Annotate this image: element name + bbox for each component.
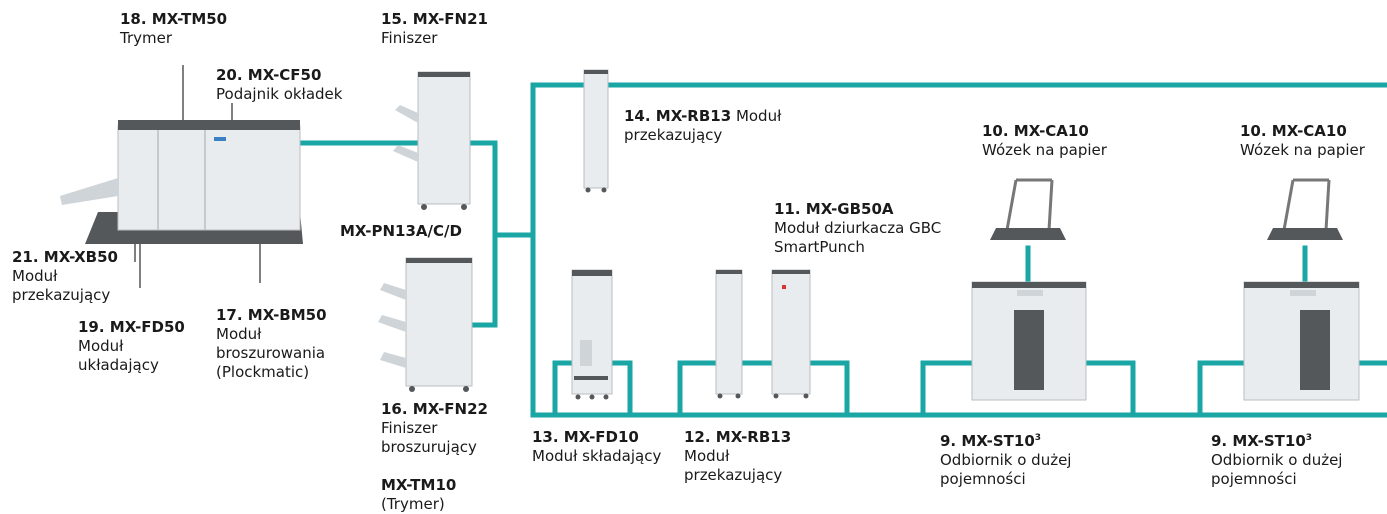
label-desc: Odbiornik o dużej: [940, 451, 1072, 469]
label-mx-rb13-bottom: 12. MX-RB13 Moduł przekazujący: [684, 428, 791, 485]
label-mx-st10-b: 9. MX-ST103 Odbiornik o dużej pojemności: [1211, 432, 1342, 489]
label-footnote: 3: [1034, 433, 1042, 443]
label-code: 16. MX-FN22: [381, 400, 488, 418]
label-mx-fd50: 19. MX-FD50 Moduł układający: [78, 318, 185, 375]
label-desc: Wózek na papier: [1240, 141, 1365, 159]
label-code: 17. MX-BM50: [216, 306, 327, 324]
label-code: 11. MX-GB50A: [774, 200, 894, 218]
label-code: 10. MX-CA10: [982, 122, 1089, 140]
label-code: 21. MX-XB50: [12, 248, 118, 266]
label-code: 20. MX-CF50: [216, 66, 322, 84]
label-code: 14. MX-RB13: [624, 107, 732, 125]
label-desc2: broszurowania: [216, 344, 326, 362]
main-top-panel: [118, 120, 300, 130]
rb13-top-illustration: [583, 69, 609, 193]
label-code: 15. MX-FN21: [381, 10, 488, 28]
label-desc2: pojemności: [940, 470, 1026, 488]
rb13-gb50a-illustration: [715, 269, 811, 399]
label-code: 9. MX-ST10: [940, 432, 1035, 450]
label-mx-gb50a: 11. MX-GB50A Moduł dziurkacza GBC SmartP…: [774, 200, 941, 257]
label-desc2: SmartPunch: [774, 238, 865, 256]
label-mx-fd10: 13. MX-FD10 Moduł składający: [532, 428, 661, 466]
label-desc: Odbiornik o dużej: [1211, 451, 1343, 469]
label-desc: Moduł: [216, 325, 262, 343]
label-desc: Finiszer: [381, 419, 438, 437]
label-desc: (Trymer): [381, 495, 445, 513]
label-desc: Moduł: [735, 107, 782, 125]
label-desc: Moduł składający: [532, 447, 662, 465]
main-body: [117, 125, 301, 231]
label-code: MX-TM10: [381, 476, 457, 494]
connector-rb13-loop: [677, 360, 850, 418]
fn22-illustration: [378, 257, 473, 392]
label-code: 10. MX-CA10: [1240, 122, 1347, 140]
connector-fn22-to-hub: [467, 232, 498, 328]
label-desc2: przekazujący: [684, 466, 783, 484]
label-footnote: 3: [1305, 433, 1313, 443]
label-code: MX-PN13A/C/D: [340, 222, 462, 240]
label-mx-fn21: 15. MX-FN21 Finiszer: [381, 10, 488, 48]
connector-trunk: [530, 82, 1387, 418]
label-desc2: pojemności: [1211, 470, 1297, 488]
label-desc: Moduł dziurkacza GBC: [774, 219, 942, 237]
label-desc2: broszurujący: [381, 438, 477, 456]
label-mx-tm10: MX-TM10 (Trymer): [381, 476, 456, 514]
label-desc3: (Plockmatic): [216, 363, 310, 381]
label-code: 18. MX-TM50: [120, 10, 228, 28]
label-mx-ca10-b: 10. MX-CA10 Wózek na papier: [1240, 122, 1365, 160]
label-mx-xb50: 21. MX-XB50 Moduł przekazujący: [12, 248, 118, 305]
label-desc: Moduł: [12, 267, 58, 285]
output-tray-icon: [60, 178, 118, 205]
label-mx-ca10-a: 10. MX-CA10 Wózek na papier: [982, 122, 1107, 160]
label-mx-cf50: 20. MX-CF50 Podajnik okładek: [216, 66, 342, 104]
label-mx-rb13-top: 14. MX-RB13 Moduł przekazujący: [624, 107, 781, 145]
fn21-illustration: [393, 71, 471, 210]
control-panel-icon: [214, 137, 226, 141]
label-code: 13. MX-FD10: [532, 428, 639, 446]
st10-b-illustration: [1243, 178, 1360, 401]
label-code: 12. MX-RB13: [684, 428, 792, 446]
fd10-illustration: [571, 269, 613, 400]
label-desc: Finiszer: [381, 29, 438, 47]
label-mx-fn22: 16. MX-FN22 Finiszer broszurujący: [381, 400, 488, 457]
label-mx-pn13: MX-PN13A/C/D: [340, 222, 462, 241]
st10-a-illustration: [971, 178, 1087, 401]
label-desc2: przekazujący: [12, 286, 111, 304]
label-code: 9. MX-ST10: [1211, 432, 1306, 450]
label-mx-tm50: 18. MX-TM50 Trymer: [120, 10, 227, 48]
label-desc2: przekazujący: [624, 126, 723, 144]
label-desc2: układający: [78, 356, 159, 374]
label-desc: Trymer: [120, 29, 173, 47]
label-desc: Podajnik okładek: [216, 85, 343, 103]
label-desc: Moduł: [684, 447, 730, 465]
main-machine-illustration: [60, 120, 303, 244]
connector-main-to-fn21: [297, 140, 498, 238]
label-mx-bm50: 17. MX-BM50 Moduł broszurowania (Plockma…: [216, 306, 327, 382]
label-desc: Wózek na papier: [982, 141, 1107, 159]
label-mx-st10-a: 9. MX-ST103 Odbiornik o dużej pojemności: [940, 432, 1071, 489]
label-code: 19. MX-FD50: [78, 318, 185, 336]
label-desc: Moduł: [78, 337, 124, 355]
